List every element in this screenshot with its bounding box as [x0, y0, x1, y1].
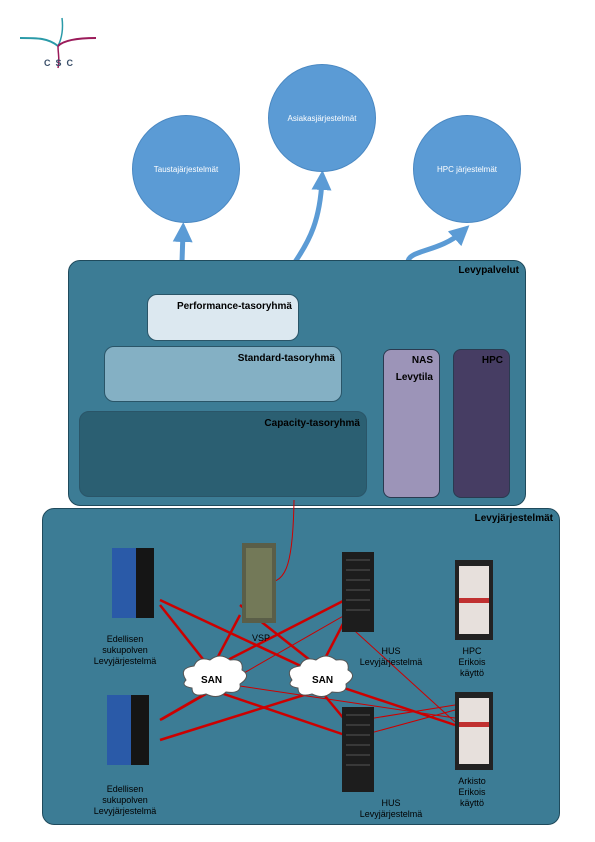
systems-panel-title: Levyjärjestelmät	[474, 513, 553, 524]
services-panel: Levypalvelut Capacity-tasoryhmä Standard…	[68, 260, 526, 506]
arrow-to-taustajarjestelmat	[172, 222, 193, 263]
nas-line2: Levytila	[395, 372, 433, 383]
logo-text: CSC	[44, 58, 79, 68]
tier-label: Performance-tasoryhmä	[176, 301, 292, 312]
tier-capacity: Capacity-tasoryhmä	[79, 411, 367, 497]
storage-label-hus-top: HUS Levyjärjestelmä	[359, 646, 423, 667]
storage-cabinet-arkisto	[455, 692, 493, 770]
csc-logo-mark	[19, 17, 97, 69]
hpc-label: HPC	[481, 355, 503, 366]
link	[159, 598, 321, 677]
link	[361, 704, 456, 721]
storage-label-edellinen-top: Edellisen sukupolven Levyjärjestelmä	[93, 634, 157, 666]
client-asiakasjarjestelmat: Asiakasjärjestelmät	[268, 64, 376, 172]
storage-cabinet-vsp	[242, 543, 276, 623]
storage-cabinet-edellinen-top	[112, 548, 154, 618]
tier-label: Standard-tasoryhmä	[237, 353, 335, 364]
link	[344, 621, 456, 723]
storage-cabinet-hpc	[455, 560, 493, 640]
storage-cabinet-edellinen-bottom	[107, 695, 149, 765]
arrow-to-hpc-jarjestelmat	[405, 225, 470, 263]
san-label-right: SAN	[312, 675, 334, 686]
storage-label-edellinen-bottom: Edellisen sukupolven Levyjärjestelmä	[93, 784, 157, 816]
link	[159, 604, 211, 669]
nas-storage: NAS Levytila	[383, 349, 440, 498]
client-hpc-jarjestelmat: HPC järjestelmät	[413, 115, 521, 223]
storage-cabinet-hus-bottom	[342, 707, 374, 792]
link	[239, 685, 456, 719]
tier-performance: Performance-tasoryhmä	[147, 294, 299, 341]
client-label: HPC järjestelmät	[436, 164, 497, 174]
tier-standard: Standard-tasoryhmä	[104, 346, 342, 402]
client-taustajarjestelmat: Taustajärjestelmät	[132, 115, 240, 223]
arrow-to-asiakasjarjestelmat	[292, 170, 332, 264]
link	[211, 688, 346, 737]
storage-label-hus-bottom: HUS Levyjärjestelmä	[359, 798, 423, 819]
link	[161, 614, 346, 721]
services-panel-title: Levypalvelut	[458, 265, 519, 276]
san-cloud-left	[182, 655, 247, 698]
tier-label: Capacity-tasoryhmä	[264, 418, 360, 429]
san-cloud-right	[288, 655, 353, 698]
storage-label-vsp: VSP	[251, 633, 270, 643]
storage-label-hpc: HPC Erikois käyttö	[458, 646, 486, 678]
san-label-left: SAN	[201, 675, 223, 686]
hpc-storage: HPC	[453, 349, 510, 498]
client-label: Taustajärjestelmät	[153, 164, 219, 174]
storage-label-arkisto: Arkisto Erikois käyttö	[458, 776, 486, 808]
storage-cabinet-hus-top	[342, 552, 374, 632]
client-label: Asiakasjärjestelmät	[287, 113, 357, 123]
nas-line1: NAS	[411, 355, 433, 366]
link	[159, 688, 321, 742]
